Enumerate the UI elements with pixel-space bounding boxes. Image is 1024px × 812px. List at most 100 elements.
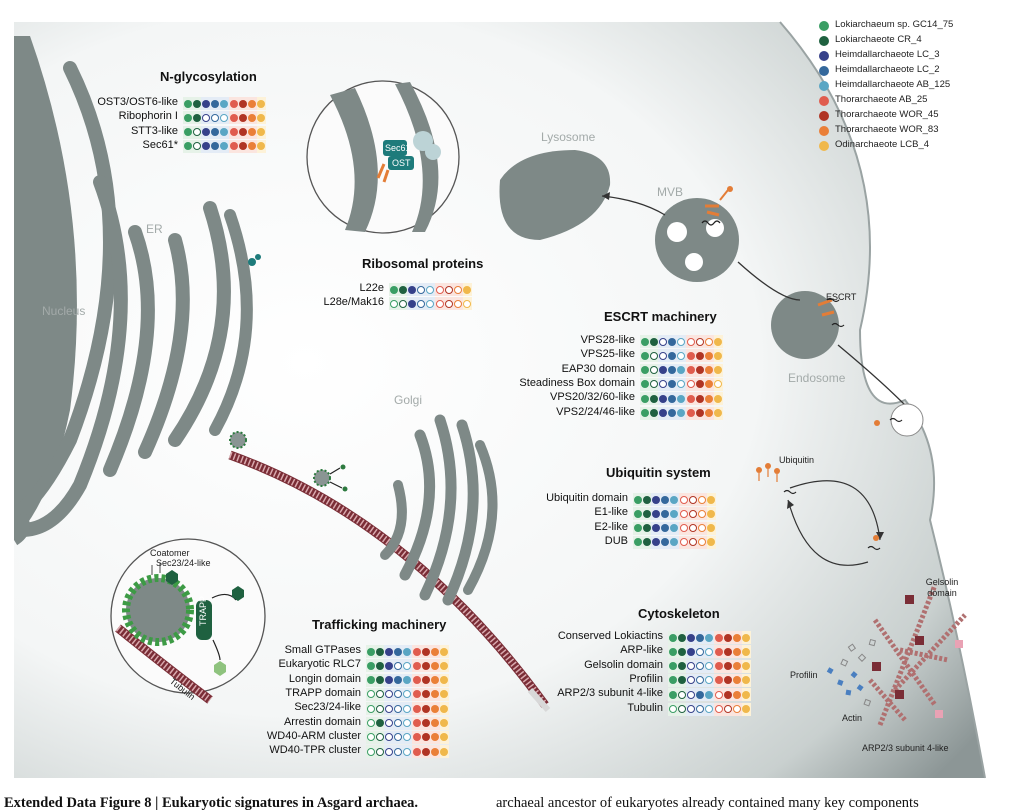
legend-swatch — [819, 36, 829, 46]
presence-dot-filled — [238, 99, 247, 108]
presence-strip — [389, 283, 472, 296]
presence-dot-filled — [192, 113, 201, 122]
presence-dot-empty — [696, 647, 705, 656]
profilin-label: Profilin — [790, 670, 818, 680]
presence-strip — [640, 406, 723, 420]
presence-dot-empty — [192, 128, 201, 137]
legend-label: Heimdallarchaeote AB_125 — [835, 79, 951, 90]
presence-dot-filled — [247, 113, 256, 122]
presence-dot-filled — [686, 366, 695, 375]
presence-dot-filled — [407, 285, 416, 294]
presence-dot-filled — [430, 676, 439, 685]
endosome-label: Endosome — [788, 371, 846, 385]
presence-dot-filled — [633, 495, 642, 504]
presence-dot-filled — [421, 733, 430, 742]
presence-dot-filled — [704, 351, 713, 360]
presence-dot-filled — [707, 495, 716, 504]
presence-dot-filled — [440, 661, 449, 670]
presence-dot-filled — [430, 747, 439, 756]
presence-dot-filled — [668, 690, 677, 699]
presence-dot-filled — [201, 99, 210, 108]
presence-strip — [633, 521, 716, 535]
gene-name: L28e/Mak16 — [323, 296, 384, 309]
gene-name: VPS20/32/60-like — [550, 391, 635, 404]
gene-name: Steadiness Box domain — [519, 376, 635, 389]
presence-dot-filled — [668, 662, 677, 671]
gene-name: TRAPP domain — [285, 686, 361, 699]
legend-label: Lokiarchaeote CR_4 — [835, 34, 922, 45]
presence-strip — [668, 631, 751, 644]
presence-dot-filled — [668, 647, 677, 656]
golgi-cisterna-3 — [419, 414, 457, 601]
presence-dot-filled — [668, 676, 677, 685]
presence-dot-empty — [384, 690, 393, 699]
gene-name: Conserved Lokiactins — [557, 630, 663, 642]
presence-dot-filled — [651, 509, 660, 518]
gene-name: Eukaryotic RLC7 — [278, 658, 361, 671]
presence-strip — [183, 111, 266, 125]
presence-dot-filled — [742, 633, 751, 642]
presence-dot-filled — [238, 128, 247, 137]
presence-dot-filled — [412, 676, 421, 685]
presence-dot-filled — [670, 524, 679, 533]
presence-dot-empty — [658, 337, 667, 346]
presence-dot-filled — [412, 747, 421, 756]
presence-dot-empty — [366, 704, 375, 713]
presence-dot-filled — [421, 747, 430, 756]
presence-dot-filled — [723, 647, 732, 656]
presence-dot-filled — [412, 704, 421, 713]
presence-dot-filled — [714, 676, 723, 685]
presence-dot-empty — [697, 524, 706, 533]
presence-dot-filled — [633, 524, 642, 533]
presence-dot-empty — [403, 733, 412, 742]
presence-dot-empty — [668, 705, 677, 713]
presence-dot-filled — [430, 733, 439, 742]
presence-dot-empty — [366, 690, 375, 699]
presence-dot-empty — [677, 690, 686, 699]
gene-name: Gelsolin domain — [584, 658, 663, 671]
legend-label: Heimdallarchaeote LC_2 — [835, 64, 940, 75]
presence-dot-filled — [714, 366, 723, 375]
presence-dot-empty — [679, 509, 688, 518]
presence-strip — [640, 377, 723, 391]
presence-dot-empty — [444, 299, 453, 308]
presence-dot-empty — [686, 676, 695, 685]
presence-dot-filled — [658, 394, 667, 403]
presence-dot-filled — [183, 99, 192, 108]
presence-dot-empty — [435, 285, 444, 294]
presence-dot-empty — [688, 495, 697, 504]
presence-dot-empty — [714, 705, 723, 713]
presence-dot-filled — [403, 676, 412, 685]
legend-label: Thorarchaeote AB_25 — [835, 94, 928, 105]
escrt-title: ESCRT machinery — [604, 309, 717, 324]
presence-dot-empty — [394, 747, 403, 756]
presence-strip — [366, 645, 449, 658]
presence-dot-filled — [421, 704, 430, 713]
presence-dot-filled — [257, 142, 266, 151]
presence-dot-empty — [705, 676, 714, 685]
presence-dot-filled — [661, 524, 670, 533]
presence-dot-filled — [742, 690, 751, 699]
presence-dot-filled — [384, 676, 393, 685]
gene-name: Ubiquitin domain — [546, 492, 628, 504]
lysosome-shape — [499, 150, 611, 240]
presence-dot-empty — [453, 299, 462, 308]
presence-dot-empty — [696, 676, 705, 685]
gene-name: WD40-ARM cluster — [266, 729, 361, 742]
presence-dot-filled — [651, 524, 660, 533]
presence-dot-filled — [704, 394, 713, 403]
ubiq-title: Ubiquitin system — [606, 465, 711, 480]
presence-dot-empty — [696, 662, 705, 671]
presence-dot-filled — [430, 719, 439, 727]
legend-swatch — [819, 126, 829, 136]
presence-dot-empty — [696, 705, 705, 713]
presence-dot-empty — [403, 690, 412, 699]
presence-dot-empty — [705, 647, 714, 656]
traff-title: Trafficking machinery — [312, 617, 447, 632]
presence-dot-filled — [257, 99, 266, 108]
legend-swatch — [819, 111, 829, 121]
presence-dot-filled — [440, 719, 449, 727]
presence-dot-filled — [440, 690, 449, 699]
presence-dot-empty — [697, 538, 706, 547]
